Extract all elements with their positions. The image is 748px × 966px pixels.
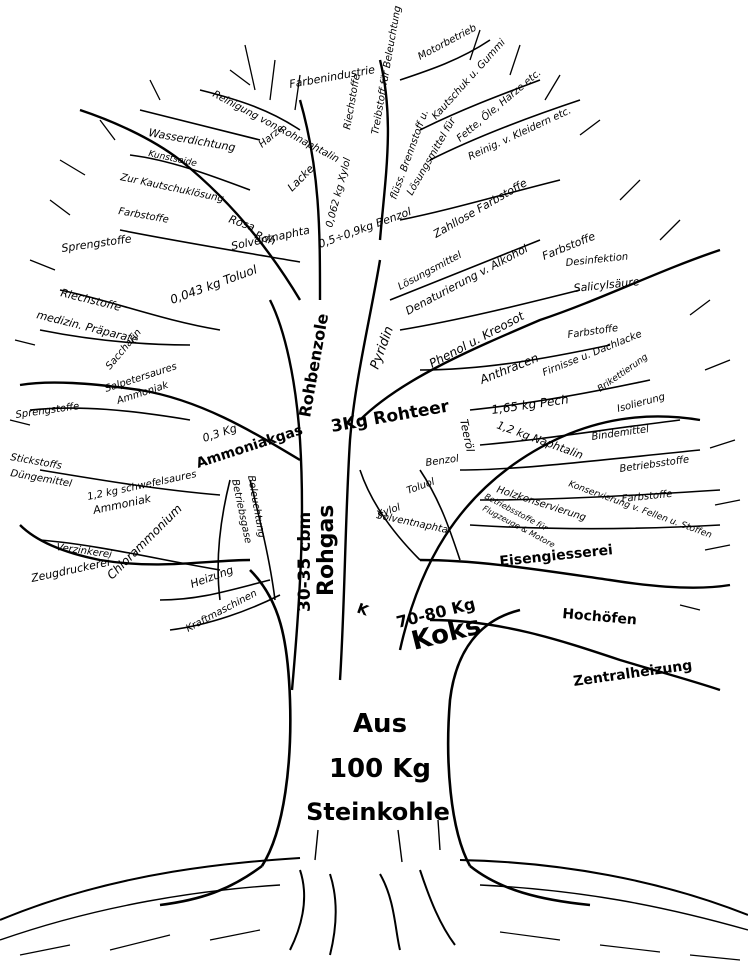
heizung-label: Heizung bbox=[189, 563, 236, 591]
pyridin-label: Pyridin bbox=[368, 324, 397, 371]
hochoefen-label: Hochöfen bbox=[562, 606, 638, 628]
trunk-title-line3: Steinkohle bbox=[306, 798, 450, 826]
trunk-label: Aus 100 Kg Steinkohle bbox=[306, 709, 450, 826]
lacke-label: Lacke bbox=[285, 162, 317, 194]
zentralheizung-label: Zentralheizung bbox=[572, 657, 693, 690]
farbstoffe-3-label: Farbstoffe bbox=[567, 323, 619, 341]
bindemittel-label: Bindemittel bbox=[591, 424, 650, 443]
riechstoffe-label: Riechstoffe bbox=[59, 286, 122, 314]
ground bbox=[0, 858, 748, 960]
kunstseide-label: Kunstseide bbox=[147, 149, 198, 169]
solventnaphta-2-label: Solventnaphta bbox=[375, 510, 448, 536]
pech-label: 1,65 kg Pech bbox=[490, 392, 569, 417]
trunk-title-line1: Aus bbox=[353, 709, 407, 739]
brikettierung-label: Brikettierung bbox=[596, 352, 650, 394]
isolierung-label: Isolierung bbox=[616, 392, 666, 415]
toluol-2-label: Toluol bbox=[405, 476, 436, 496]
salicylsaeure-label: Salicylsäure bbox=[573, 275, 640, 295]
sprengstoffe-2-label: Sprengstoffe bbox=[15, 401, 80, 421]
zeugdruckerei-label: Zeugdruckerei bbox=[29, 556, 111, 586]
toluol-amount-label: 0,043 kg Toluol bbox=[168, 262, 259, 307]
rohgas-amount-label: 30-35 cbm bbox=[295, 512, 315, 612]
konservierung-label: Konservierung v. Fellen u. Stoffen bbox=[567, 479, 713, 540]
teeroel-label: Teeröl bbox=[457, 418, 477, 453]
trunk-title-line2: 100 Kg bbox=[329, 754, 431, 784]
farbenindustrie-label: Farbenindustrie bbox=[288, 63, 376, 91]
duengemittel-label: Düngemittel bbox=[9, 468, 72, 490]
k-mark-label: K bbox=[355, 601, 372, 620]
sprengstoffe-1-label: Sprengstoffe bbox=[61, 232, 133, 255]
xylol-label: 0,062 kg Xylol bbox=[324, 157, 353, 229]
kraftmaschinen-label: Kraftmaschinen bbox=[184, 588, 259, 635]
eisengiesserei-label: Eisengiesserei bbox=[499, 542, 614, 570]
desinfektion-label: Desinfektion bbox=[565, 251, 629, 269]
anthracen-label: Anthracen bbox=[477, 351, 541, 388]
rohgas-label: Rohgas bbox=[314, 505, 339, 596]
farbstoffe-1-label: Farbstoffe bbox=[117, 206, 169, 226]
motorbetrieb-label: Motorbetrieb bbox=[416, 23, 478, 63]
chlorammonium-label: Chlorammonium bbox=[104, 502, 185, 583]
naphtalin-label: 1,2 kg Naphtalin bbox=[495, 419, 585, 462]
ammoniakgas-amount-label: 0,3 Kg bbox=[201, 422, 238, 445]
benzol-2-label: Benzol bbox=[425, 453, 460, 469]
rohbenzole-label: Rohbenzole bbox=[295, 312, 332, 419]
rohteer-label: 3Kg Rohteer bbox=[329, 396, 451, 437]
zahllose-farbstoffe-label: Zahllose Farbstoffe bbox=[430, 176, 529, 241]
branch-labels: 0,5÷0,9kg Benzol 0,062 kg Xylol 0,043 kg… bbox=[9, 5, 713, 690]
rosa-label: Rosa bbox=[227, 213, 257, 234]
riechstoffe-top-label: Riechstoffe bbox=[342, 73, 363, 130]
zur-kautschukloesung-label: Zur Kautschuklösung bbox=[118, 172, 224, 205]
